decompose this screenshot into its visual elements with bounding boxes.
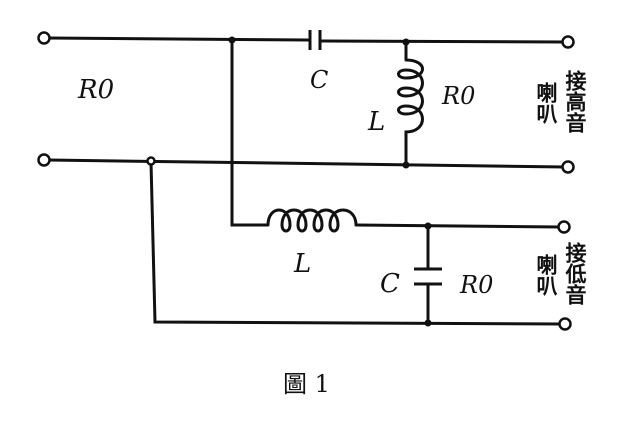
junction-dot	[424, 222, 432, 230]
shunt-capacitor	[414, 267, 442, 286]
low-branch-feed	[230, 38, 270, 227]
r0-input-label: R0	[77, 75, 114, 105]
low-return-rail	[149, 160, 564, 326]
r0-high-label: R0	[441, 82, 475, 110]
low-output-terminal-top	[557, 220, 571, 234]
high-output-terminal-top	[561, 35, 575, 49]
r0-low-label: R0	[459, 271, 493, 299]
shunt-inductor	[397, 58, 424, 140]
junctions	[146, 36, 432, 327]
low-top-rail	[354, 223, 562, 229]
low-output-terminal-bottom	[558, 317, 572, 331]
top-rail-left	[46, 36, 310, 42]
low-speaker-label-right: 接低音	[563, 242, 588, 306]
input-terminal-bottom	[37, 153, 51, 167]
junction-dot	[402, 161, 410, 169]
input-terminal-top	[37, 31, 51, 45]
c-top-label: C	[310, 66, 328, 94]
top-rail-right	[320, 39, 567, 44]
junction-dot	[228, 36, 236, 44]
series-capacitor	[308, 30, 322, 50]
junction-open	[146, 156, 156, 166]
junction-dot	[402, 38, 410, 46]
second-rail	[46, 158, 567, 169]
l-bottom-label: L	[293, 249, 311, 279]
l-top-label: L	[367, 107, 385, 137]
high-speaker-label-right: 接高音	[563, 70, 587, 134]
terminals	[37, 31, 575, 331]
junction-dot	[424, 319, 432, 327]
high-speaker-label-left: 喇叭	[534, 82, 558, 125]
high-output-terminal-bottom	[561, 160, 575, 174]
low-speaker-label-left: 喇叭	[534, 254, 558, 297]
series-inductor	[266, 208, 358, 233]
c-bottom-label: C	[380, 269, 400, 299]
figure-caption: 圖 1	[283, 370, 330, 398]
